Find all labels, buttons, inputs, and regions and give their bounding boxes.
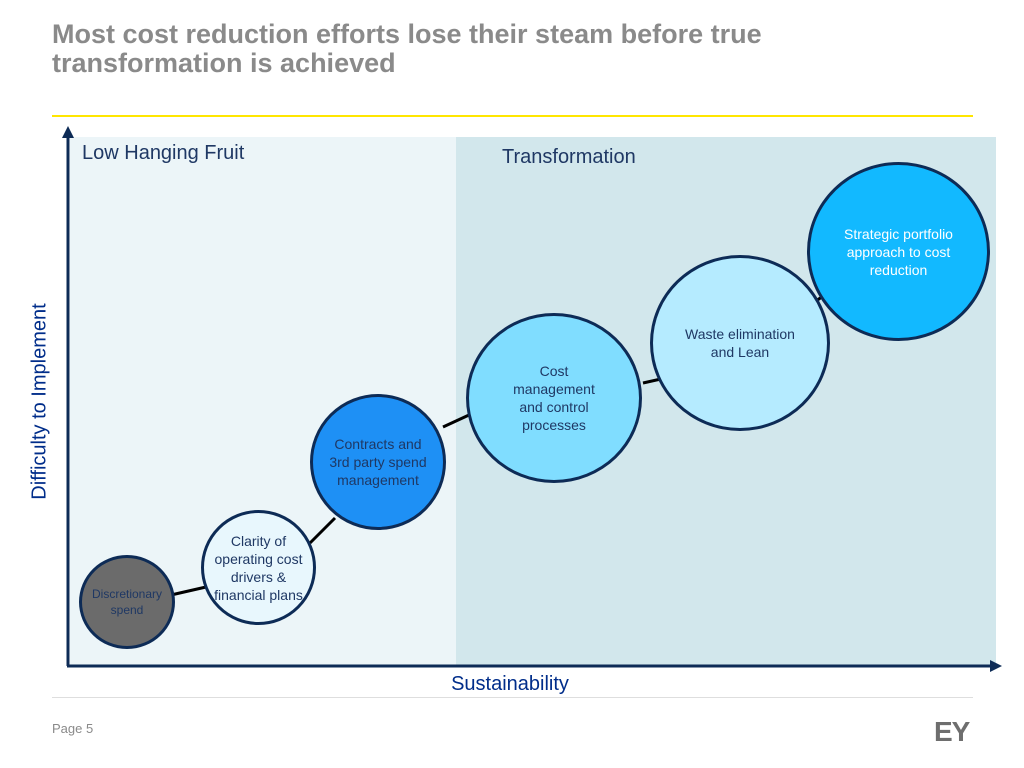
- step-discretionary-spend: Discretionary spend: [79, 555, 175, 649]
- slide-title: Most cost reduction efforts lose their s…: [52, 20, 952, 78]
- step-label: Discretionary spend: [91, 587, 163, 617]
- step-contracts-3rd-party: Contracts and 3rd party spend management: [310, 394, 446, 530]
- step-label: Contracts and 3rd party spend management: [329, 436, 427, 488]
- low-hanging-fruit-label: Low Hanging Fruit: [82, 142, 245, 164]
- transformation-label: Transformation: [502, 146, 636, 168]
- y-axis-label: Difficulty to Implement: [28, 303, 51, 500]
- ey-logo: EY: [934, 716, 970, 747]
- step-label: Cost management and control processes: [513, 363, 595, 433]
- connector-1-2: [170, 585, 207, 597]
- page-number: Page 5: [52, 721, 94, 736]
- slide-title-line-1: Most cost reduction efforts lose their s…: [52, 19, 762, 49]
- connector-3-4: [442, 413, 470, 429]
- step-label: Strategic portfolio approach to cost red…: [844, 225, 953, 278]
- y-axis-arrow-icon: [62, 126, 74, 138]
- step-cost-management: Cost management and control processes: [466, 313, 642, 483]
- step-label: Clarity of operating cost drivers & fina…: [214, 532, 303, 603]
- step-waste-elimination: Waste elimination and Lean: [650, 255, 830, 431]
- step-strategic-portfolio: Strategic portfolio approach to cost red…: [807, 162, 990, 341]
- connector-2-3: [308, 516, 337, 545]
- step-label: Waste elimination and Lean: [685, 326, 795, 360]
- footer-divider: [52, 697, 973, 698]
- x-axis-label: Sustainability: [451, 673, 569, 695]
- step-clarity-operating-cost: Clarity of operating cost drivers & fina…: [201, 510, 316, 625]
- title-divider: [52, 115, 973, 117]
- slide-title-line-2: transformation is achieved: [52, 48, 396, 78]
- x-axis-arrow-icon: [990, 660, 1002, 672]
